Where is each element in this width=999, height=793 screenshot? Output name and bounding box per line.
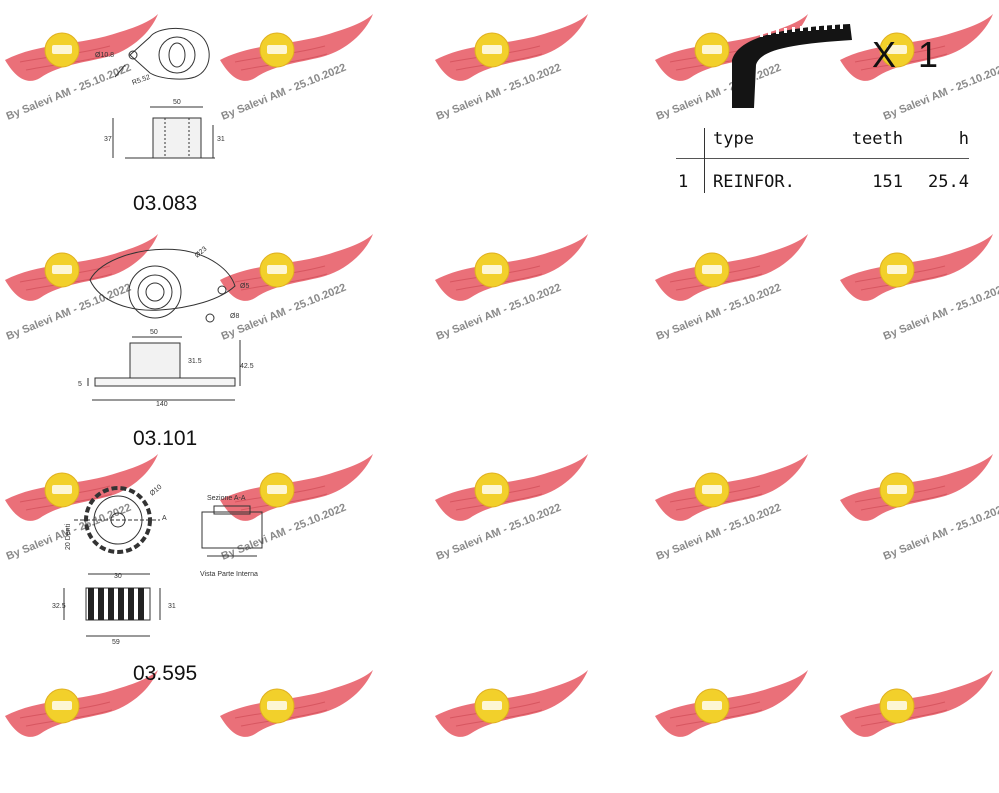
part-code: 03.101 [133, 427, 198, 450]
watermark-caption: By Salevi AM - 25.10.2022 [435, 502, 563, 563]
table-header: type [713, 129, 754, 149]
table-header: h [958, 129, 969, 149]
belt-spec-table: type teeth h 1 REINFOR. 151 25.4 [676, 128, 969, 193]
dim-label: 31.5 [188, 358, 202, 365]
dim-label: 140 [156, 401, 168, 408]
dim-label: Sezione A-A [207, 495, 246, 502]
dim-label: 31 [217, 136, 225, 143]
watermark [650, 668, 810, 788]
timing-belt-image [732, 24, 852, 108]
watermark: By Salevi AM - 25.10.2022 [650, 232, 810, 352]
watermark: By Salevi AM - 25.10.2022 [430, 232, 590, 352]
belt-quantity: X 1 [872, 34, 945, 75]
part-drawing-03595: Ø10 20 Denti A Sezione A-A Vista Parte I… [52, 484, 263, 646]
dim-label: 32.5 [52, 603, 66, 610]
dim-label: 20 Denti [65, 523, 72, 550]
table-cell: 151 [872, 172, 903, 192]
watermark: By Salevi AM - 25.10.2022 [650, 452, 810, 572]
dim-label: 59 [112, 639, 120, 646]
watermark-caption: By Salevi AM - 25.10.2022 [882, 282, 999, 343]
watermark [430, 668, 590, 788]
dim-label: Ø5 [240, 283, 249, 290]
watermark: By Salevi AM - 25.10.2022 [430, 452, 590, 572]
watermark [0, 668, 160, 788]
watermark-caption: By Salevi AM - 25.10.2022 [220, 62, 348, 123]
watermark-caption: By Salevi AM - 25.10.2022 [435, 62, 563, 123]
dim-label: 50 [150, 329, 158, 336]
part-drawing-03083: Ø10.8 R5.52 50 37 31 [95, 28, 225, 159]
table-cell: 1 [676, 158, 705, 193]
part-drawing-03101: Ø23 Ø5 Ø8 50 31.5 42.5 5 140 [78, 246, 254, 408]
dim-label: Vista Parte Interna [200, 571, 258, 578]
dim-label: A [162, 515, 167, 522]
table-header [676, 128, 705, 159]
dim-label: Ø10 [149, 484, 164, 498]
watermark: By Salevi AM - 25.10.2022 [835, 232, 999, 352]
dim-label: 37 [104, 136, 112, 143]
dim-label: R5.52 [131, 74, 151, 87]
watermark: By Salevi AM - 25.10.2022 [835, 452, 999, 572]
watermark-caption: By Salevi AM - 25.10.2022 [435, 282, 563, 343]
part-code: 03.083 [133, 192, 198, 215]
table-cell: 25.4 [928, 172, 969, 192]
dim-label: Ø10.8 [95, 52, 114, 59]
watermark-caption: By Salevi AM - 25.10.2022 [655, 502, 783, 563]
part-code: 03.595 [133, 662, 198, 685]
watermark-caption: By Salevi AM - 25.10.2022 [882, 502, 999, 563]
dim-label: 5 [78, 381, 82, 388]
dim-label: 31 [168, 603, 176, 610]
watermark [835, 668, 995, 788]
watermark-caption: By Salevi AM - 25.10.2022 [655, 282, 783, 343]
dim-label: 42.5 [240, 363, 254, 370]
table-row: 1 REINFOR. 151 25.4 [676, 158, 969, 193]
table-cell: REINFOR. [713, 172, 795, 192]
watermark: By Salevi AM - 25.10.2022 [430, 12, 590, 132]
watermark: By Salevi AM - 25.10.2022 [215, 12, 375, 132]
dim-label: 30 [114, 573, 122, 580]
dim-label: 50 [173, 99, 181, 106]
table-header: teeth [851, 129, 903, 149]
watermark [215, 668, 375, 788]
dim-label: Ø8 [230, 313, 239, 320]
